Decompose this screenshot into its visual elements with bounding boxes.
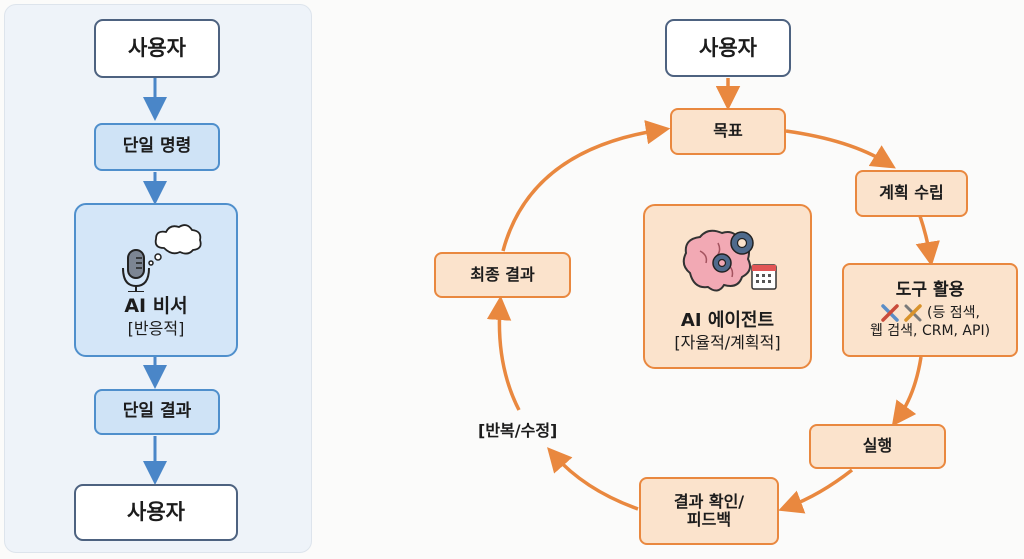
ai-assistant-subtitle: [반응적] bbox=[127, 318, 185, 338]
execute-box: 실행 bbox=[809, 424, 946, 469]
arrow-goal-to-plan bbox=[785, 129, 896, 169]
tool-use-line-2: 웹 검색, CRM, API) bbox=[869, 323, 991, 340]
plan-label: 계획 수립 bbox=[879, 183, 944, 203]
review-feedback-box: 결과 확인/ 피드백 bbox=[639, 477, 779, 545]
ai-agent-title: AI 에이전트 bbox=[680, 309, 775, 331]
arrow-plan-to-tools bbox=[915, 215, 940, 267]
wrench-screwdriver-icon bbox=[881, 304, 922, 322]
tool-use-box: 도구 활용 (등 점색, 웹 검색, CRM, API) bbox=[842, 263, 1018, 357]
single-result-label: 단일 결과 bbox=[122, 401, 192, 422]
brain-icon bbox=[682, 229, 777, 292]
execute-label: 실행 bbox=[862, 436, 893, 456]
ai-agent-subtitle: [자율적/계획적] bbox=[674, 332, 781, 352]
arrow-final-to-goal bbox=[501, 120, 671, 252]
user-label: 사용자 bbox=[699, 35, 757, 60]
tool-use-title: 도구 활용 bbox=[895, 279, 965, 300]
ai-assistant-box: AI 비서 [반응적] bbox=[74, 203, 238, 357]
arrow-execute-to-review bbox=[778, 468, 854, 514]
ai-agent-box: AI 에이전트 [자율적/계획적] bbox=[643, 204, 812, 369]
single-result-box: 단일 결과 bbox=[94, 389, 220, 435]
review-label-line-1: 결과 확인/ bbox=[673, 491, 745, 511]
plan-box: 계획 수립 bbox=[855, 170, 968, 217]
review-label-line-2: 피드백 bbox=[686, 510, 732, 529]
user-box-top-left: 사용자 bbox=[94, 19, 220, 78]
arrow-review-to-loop bbox=[547, 447, 639, 511]
tool-use-line-1: (등 점색, bbox=[926, 305, 980, 322]
calendar-icon bbox=[750, 264, 777, 290]
gear-icon bbox=[711, 231, 754, 273]
goal-label: 목표 bbox=[713, 121, 743, 141]
single-command-label: 단일 명령 bbox=[122, 136, 192, 157]
user-label: 사용자 bbox=[128, 36, 186, 61]
loop-label: [반복/수정] bbox=[478, 421, 558, 440]
arrow-tools-to-execute bbox=[891, 356, 923, 427]
user-box-bottom-left: 사용자 bbox=[74, 484, 238, 541]
thought-bubble-icon bbox=[148, 224, 202, 266]
ai-assistant-title: AI 비서 bbox=[124, 294, 188, 317]
goal-box: 목표 bbox=[670, 108, 786, 155]
final-result-label: 최종 결과 bbox=[470, 264, 535, 284]
user-label: 사용자 bbox=[127, 500, 185, 525]
final-result-box: 최종 결과 bbox=[434, 252, 571, 298]
arrow-loop-to-final bbox=[486, 295, 521, 411]
single-command-box: 단일 명령 bbox=[94, 123, 220, 171]
user-box-right: 사용자 bbox=[665, 19, 791, 77]
